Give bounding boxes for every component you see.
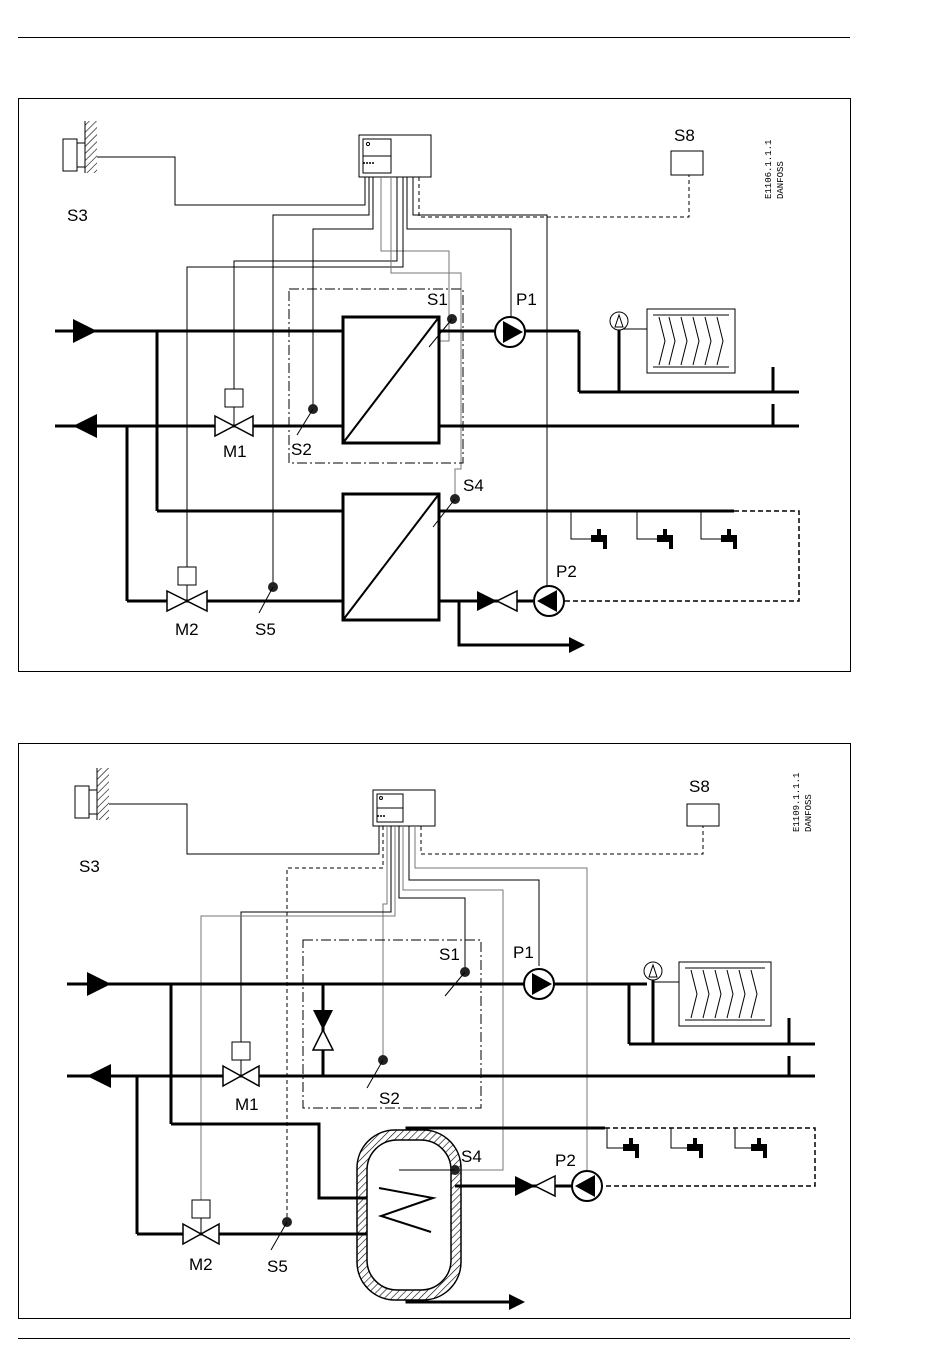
diagram-code: E1106.1.1.1 (764, 140, 774, 199)
flow-return-arrow (73, 414, 97, 438)
remote-unit-s8 (687, 804, 719, 826)
label-p1: P1 (516, 290, 537, 309)
top-rule (18, 37, 850, 38)
valve-m1 (223, 1042, 259, 1086)
label-s5: S5 (255, 620, 276, 639)
valve-m2 (167, 567, 207, 611)
label-s3: S3 (79, 857, 100, 876)
outdoor-sensor-s3 (63, 121, 97, 173)
label-m1: M1 (235, 1095, 259, 1114)
diagram-code: E1109.1.1.1 (792, 773, 802, 832)
tap-icons (607, 1128, 767, 1158)
label-s2: S2 (379, 1089, 400, 1108)
remote-unit-s8 (671, 151, 703, 175)
label-s8: S8 (689, 777, 710, 796)
flow-in-arrow (73, 319, 97, 343)
label-s4: S4 (463, 476, 484, 495)
label-m2: M2 (189, 1255, 213, 1274)
controller-unit (359, 135, 431, 177)
flow-return-arrow (87, 1064, 111, 1088)
label-s5: S5 (267, 1257, 288, 1276)
label-s1: S1 (439, 945, 460, 964)
radiator (610, 309, 773, 426)
bottom-rule (18, 1338, 850, 1339)
diagram-2-svg: S3 S8 E1109.1.1.1 DANFOSS P1 (19, 744, 850, 1318)
hot-water-tank (357, 1130, 461, 1300)
brand-name: DANFOSS (804, 794, 814, 832)
diagram-1-svg: S3 S8 E1106.1.1.1 DANFOSS P1 (19, 99, 850, 671)
controller-unit (373, 790, 435, 826)
label-s4: S4 (461, 1147, 482, 1166)
tap-icons (571, 511, 737, 549)
brand-name: DANFOSS (776, 161, 786, 199)
outdoor-sensor-s3 (75, 768, 109, 820)
diagram-1-frame: S3 S8 E1106.1.1.1 DANFOSS P1 (18, 98, 851, 672)
diagram-2-frame: S3 S8 E1109.1.1.1 DANFOSS P1 (18, 743, 851, 1319)
label-s8: S8 (674, 126, 695, 145)
label-s3: S3 (67, 206, 88, 225)
label-s1: S1 (427, 290, 448, 309)
label-m1: M1 (223, 442, 247, 461)
label-p2: P2 (555, 1151, 576, 1170)
label-p1: P1 (513, 943, 534, 962)
valve-m2 (183, 1200, 219, 1244)
radiator (629, 962, 815, 1076)
label-m2: M2 (175, 620, 199, 639)
flow-in-arrow (87, 972, 111, 996)
valve-m1 (215, 389, 253, 436)
label-s2: S2 (291, 440, 312, 459)
label-p2: P2 (556, 562, 577, 581)
